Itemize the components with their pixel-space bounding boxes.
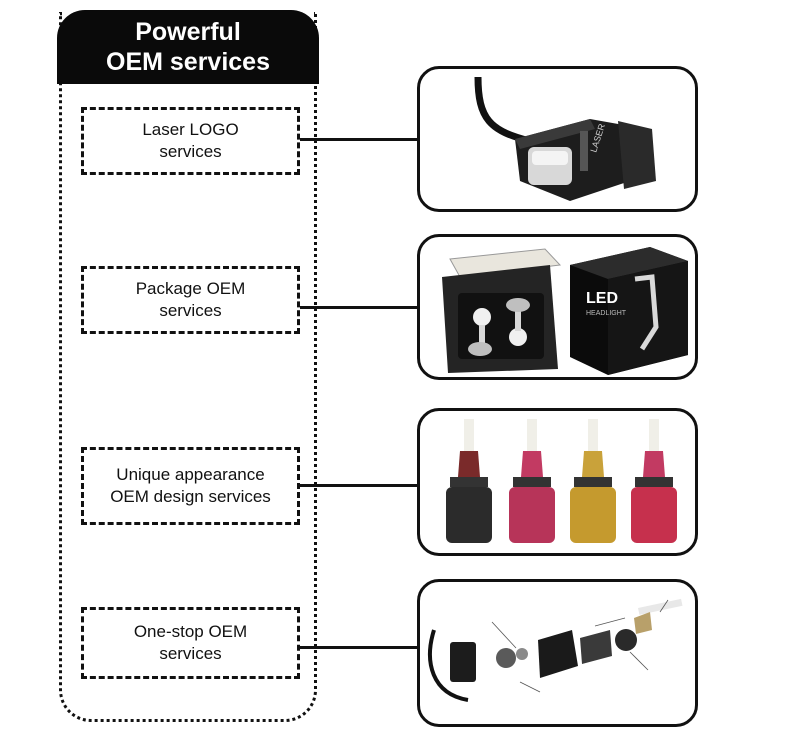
colored-led-bulbs-image xyxy=(417,408,698,556)
bulb-gold-icon xyxy=(570,419,616,543)
service-box-unique-appearance: Unique appearance OEM design services xyxy=(81,447,300,525)
service-box-one-stop: One-stop OEM services xyxy=(81,607,300,679)
services-frame xyxy=(59,12,317,722)
service-box-package-oem: Package OEM services xyxy=(81,266,300,334)
bulb-black-icon xyxy=(446,419,492,543)
colored-led-bulbs-icon xyxy=(446,419,677,543)
title-line-2: OEM services xyxy=(106,48,270,76)
package-sub-text: HEADLIGHT xyxy=(586,310,627,317)
service-label: Unique appearance xyxy=(116,465,265,484)
package-box-image: LED HEADLIGHT xyxy=(417,234,698,380)
package-box-icon: LED HEADLIGHT xyxy=(442,247,688,375)
exploded-bulb-assembly-icon xyxy=(428,598,683,702)
package-brand-text: LED xyxy=(586,290,618,307)
connector-line xyxy=(300,306,417,309)
connector-line xyxy=(300,138,417,141)
service-label: OEM design services xyxy=(110,487,271,506)
laser-logo-product-icon: LASER xyxy=(474,76,656,201)
exploded-bulb-assembly-image xyxy=(417,579,698,727)
bulb-red-icon xyxy=(631,419,677,543)
service-label: One-stop OEM xyxy=(133,622,248,641)
page-title: Powerful OEM services xyxy=(57,10,319,84)
bulb-pink-icon xyxy=(509,419,555,543)
service-label: services xyxy=(159,142,222,161)
service-label: services xyxy=(159,301,222,320)
connector-line xyxy=(300,484,417,487)
service-label: Laser LOGO xyxy=(142,120,239,139)
laser-logo-product-image: LASER xyxy=(417,66,698,212)
service-label: services xyxy=(159,644,222,663)
service-label: Package OEM xyxy=(135,279,246,298)
title-line-1: Powerful xyxy=(135,18,241,46)
service-box-laser-logo: Laser LOGO services xyxy=(81,107,300,175)
connector-line xyxy=(300,646,417,649)
